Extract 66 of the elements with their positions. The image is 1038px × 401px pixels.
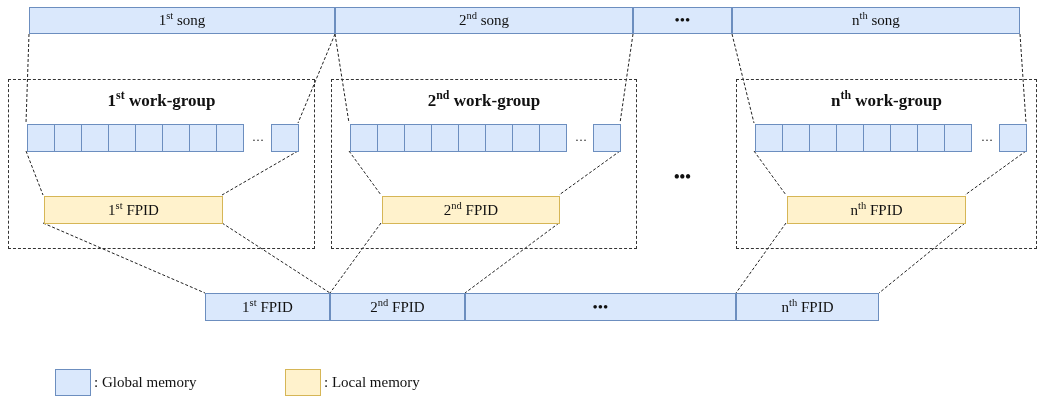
projection-line (25, 150, 44, 196)
local-memory-box: n$^{th}$ FPID (787, 196, 966, 224)
memory-cell (755, 124, 783, 152)
projection-line (619, 33, 634, 124)
memory-segment: n$^{th}$ song (732, 7, 1020, 34)
projection-line (464, 222, 560, 294)
memory-cell (593, 124, 621, 152)
memory-cell (539, 124, 567, 152)
ellipsis: … (575, 130, 587, 145)
memory-cell (350, 124, 378, 152)
projection-line (221, 222, 331, 294)
projection-line (731, 33, 755, 124)
memory-segment: 1$^{st}$ FPID (205, 293, 330, 321)
memory-cell (271, 124, 299, 152)
work-group-frame (331, 79, 637, 249)
memory-cell (377, 124, 405, 152)
memory-cell (216, 124, 244, 152)
ellipsis: ••• (674, 168, 691, 186)
projection-line (735, 222, 787, 294)
legend-label: : Local memory (324, 374, 420, 391)
memory-cell (54, 124, 82, 152)
group-title: 2$^{nd}$ work-group (427, 91, 541, 111)
memory-cell (863, 124, 891, 152)
memory-segment: 2$^{nd}$ FPID (330, 293, 465, 321)
memory-cell (512, 124, 540, 152)
projection-line (753, 150, 787, 196)
memory-cell (162, 124, 190, 152)
memory-segment: 2$^{nd}$ song (335, 7, 633, 34)
projection-line (297, 33, 336, 124)
memory-cell (917, 124, 945, 152)
memory-cell (27, 124, 55, 152)
projection-line (878, 222, 966, 294)
work-group-frame (8, 79, 315, 249)
memory-segment: ••• (633, 7, 732, 34)
ellipsis: … (252, 130, 264, 145)
memory-segment: 1$^{st}$ song (29, 7, 335, 34)
memory-cell (135, 124, 163, 152)
projection-line (334, 33, 350, 124)
memory-segment: n$^{th}$ FPID (736, 293, 879, 321)
projection-line (558, 150, 621, 196)
memory-cell (81, 124, 109, 152)
memory-cell (999, 124, 1027, 152)
memory-cell (782, 124, 810, 152)
ellipsis: … (981, 130, 993, 145)
memory-cell (431, 124, 459, 152)
memory-cell (404, 124, 432, 152)
memory-cell (189, 124, 217, 152)
work-group-frame (736, 79, 1037, 249)
memory-cell (108, 124, 136, 152)
legend-label: : Global memory (94, 374, 197, 391)
projection-line (964, 150, 1027, 196)
group-title: 1$^{st}$ work-group (107, 91, 216, 111)
projection-line (329, 222, 382, 294)
local-memory-box: 2$^{nd}$ FPID (382, 196, 560, 224)
local-memory-box: 1$^{st}$ FPID (44, 196, 223, 224)
group-title: n$^{th}$ work-group (831, 91, 942, 111)
projection-line (25, 33, 30, 124)
memory-segment: ••• (465, 293, 736, 321)
memory-cell (944, 124, 972, 152)
memory-cell (485, 124, 513, 152)
projection-line (1019, 33, 1027, 124)
memory-cell (836, 124, 864, 152)
memory-cell (890, 124, 918, 152)
projection-line (348, 150, 382, 196)
memory-cell (809, 124, 837, 152)
memory-cell (458, 124, 486, 152)
